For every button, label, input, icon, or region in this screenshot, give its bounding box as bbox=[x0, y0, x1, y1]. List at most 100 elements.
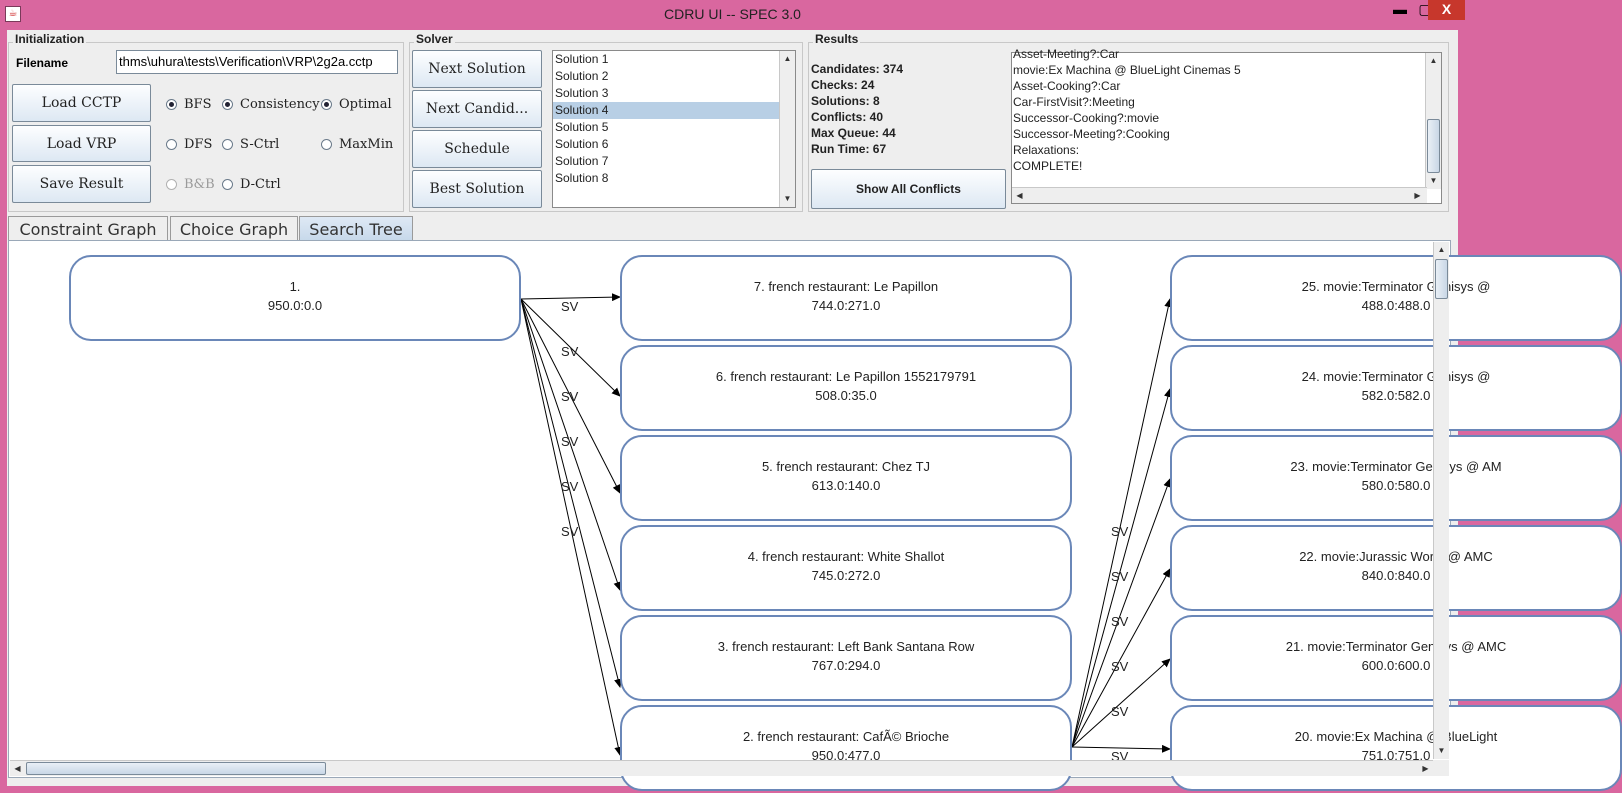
consistency-radio[interactable]: Consistency bbox=[222, 97, 320, 112]
tree-node-level2[interactable]: 7. french restaurant: Le Papillon 744.0:2… bbox=[620, 255, 1072, 341]
solution-list-item[interactable]: Solution 3 bbox=[555, 86, 609, 100]
edge-label: SV bbox=[561, 479, 579, 494]
checks-count: Checks: 24 bbox=[811, 78, 875, 92]
bnb-radio: B&B bbox=[166, 177, 215, 192]
load-vrp-button[interactable]: Load VRP bbox=[12, 125, 151, 162]
results-vscrollbar[interactable]: ▲ ▼ bbox=[1425, 53, 1441, 189]
candidates-count: Candidates: 374 bbox=[811, 62, 904, 76]
load-cctp-button[interactable]: Load CCTP bbox=[12, 84, 151, 122]
tree-node-value: 751.0:751.0 bbox=[1361, 748, 1431, 763]
tree-node-level3[interactable]: 25. movie:Terminator Genisys @488.0:488.… bbox=[1170, 255, 1622, 341]
tree-edge bbox=[1071, 298, 1173, 748]
results-line: Asset-Cooking?:Car bbox=[1013, 79, 1121, 93]
minimize-button[interactable]: ▬ bbox=[1393, 1, 1407, 17]
radio-selected-icon bbox=[222, 99, 233, 110]
tree-hscrollbar[interactable]: ◀ ▶ bbox=[10, 760, 1434, 776]
next-solution-button[interactable]: Next Solution bbox=[412, 50, 542, 88]
scroll-thumb[interactable] bbox=[1427, 119, 1440, 173]
tab-search-tree[interactable]: Search Tree bbox=[299, 216, 413, 241]
edge-label: SV bbox=[561, 344, 579, 359]
tree-node-title: 20. movie:Ex Machina @ BlueLight bbox=[1294, 729, 1498, 744]
scroll-down-icon[interactable]: ▼ bbox=[1437, 746, 1446, 755]
title-bar: ☕ CDRU UI -- SPEC 3.0 ▬ ▢ X bbox=[0, 0, 1465, 30]
tree-node-value: 744.0:271.0 bbox=[811, 298, 881, 313]
show-all-conflicts-button[interactable]: Show All Conflicts bbox=[811, 169, 1006, 209]
tree-node-value: 840.0:840.0 bbox=[1361, 568, 1431, 583]
tree-node-level2[interactable]: 5. french restaurant: Chez TJ 613.0:140.0 bbox=[620, 435, 1072, 521]
tree-node-value: 950.0:0.0 bbox=[267, 298, 323, 313]
tree-node-level2[interactable]: 3. french restaurant: Left Bank Santana … bbox=[620, 615, 1072, 701]
tree-node-level3[interactable]: 24. movie:Terminator Genisys @582.0:582.… bbox=[1170, 345, 1622, 431]
tree-node-title: 7. french restaurant: Le Papillon bbox=[753, 279, 939, 294]
radio-unselected-icon bbox=[166, 179, 177, 190]
tree-node-level3[interactable]: 20. movie:Ex Machina @ BlueLight 751.0:75… bbox=[1170, 705, 1622, 791]
scroll-right-icon[interactable]: ▶ bbox=[1422, 764, 1429, 773]
scroll-thumb[interactable] bbox=[26, 762, 326, 775]
results-line: Successor-Cooking?:movie bbox=[1013, 111, 1160, 125]
results-line: Relaxations: bbox=[1013, 143, 1080, 157]
max-queue-count: Max Queue: 44 bbox=[811, 126, 896, 140]
radio-unselected-icon bbox=[321, 139, 332, 150]
d-ctrl-radio[interactable]: D-Ctrl bbox=[222, 177, 281, 192]
tree-node-title: 5. french restaurant: Chez TJ bbox=[761, 459, 931, 474]
results-line: COMPLETE! bbox=[1013, 159, 1083, 173]
solution-list-item[interactable]: Solution 4 bbox=[553, 102, 779, 119]
scroll-up-icon[interactable]: ▲ bbox=[783, 54, 792, 63]
scroll-down-icon[interactable]: ▼ bbox=[1429, 176, 1438, 185]
solution-list-item[interactable]: Solution 8 bbox=[555, 171, 609, 185]
solutions-scrollbar[interactable]: ▲ ▼ bbox=[779, 51, 795, 207]
initialization-panel: Initialization Filename thms\uhura\tests… bbox=[8, 32, 404, 212]
edge-label: SV bbox=[1111, 614, 1129, 629]
scroll-thumb[interactable] bbox=[1435, 259, 1448, 299]
edge-label: SV bbox=[1111, 704, 1129, 719]
tree-node-value: 580.0:580.0 bbox=[1361, 478, 1431, 493]
dfs-radio[interactable]: DFS bbox=[166, 137, 212, 152]
conflicts-count: Conflicts: 40 bbox=[811, 110, 884, 124]
edge-label: SV bbox=[561, 299, 579, 314]
client-area: Initialization Filename thms\uhura\tests… bbox=[7, 30, 1622, 791]
s-ctrl-radio[interactable]: S-Ctrl bbox=[222, 137, 279, 152]
solution-list-item[interactable]: Solution 7 bbox=[555, 154, 609, 168]
bfs-radio[interactable]: BFS bbox=[166, 97, 211, 112]
scroll-left-icon[interactable]: ◀ bbox=[1016, 191, 1023, 200]
tree-node-value: 613.0:140.0 bbox=[811, 478, 881, 493]
search-tree-area: 1.950.0:0.0 7. french restaurant: Le Papi… bbox=[9, 241, 1622, 791]
tree-node-title: 24. movie:Terminator Genisys @ bbox=[1301, 369, 1491, 384]
scroll-right-icon[interactable]: ▶ bbox=[1414, 191, 1421, 200]
next-candidate-button[interactable]: Next Candid... bbox=[412, 90, 542, 128]
results-hscrollbar[interactable]: ◀ ▶ bbox=[1012, 187, 1427, 203]
tree-vscrollbar[interactable]: ▲ ▼ bbox=[1433, 242, 1449, 759]
solution-list-item[interactable]: Solution 6 bbox=[555, 137, 609, 151]
search-tree-canvas[interactable]: 1.950.0:0.0 7. french restaurant: Le Papi… bbox=[8, 240, 1622, 791]
optimal-radio[interactable]: Optimal bbox=[321, 97, 392, 112]
best-solution-button[interactable]: Best Solution bbox=[412, 170, 542, 208]
tab-choice-graph[interactable]: Choice Graph bbox=[170, 216, 298, 241]
maxmin-radio[interactable]: MaxMin bbox=[321, 137, 393, 152]
tab-constraint-graph[interactable]: Constraint Graph bbox=[8, 216, 168, 241]
scroll-up-icon[interactable]: ▲ bbox=[1437, 245, 1446, 254]
tree-node-value: 950.0:477.0 bbox=[811, 748, 881, 763]
filename-label: Filename bbox=[16, 56, 69, 70]
close-button[interactable]: X bbox=[1428, 0, 1465, 20]
schedule-button[interactable]: Schedule bbox=[412, 130, 542, 168]
results-line: Asset-Meeting?:Car bbox=[1013, 47, 1120, 61]
results-stats: Candidates: 374 Checks: 24 Solutions: 8 … bbox=[811, 61, 903, 157]
tree-node-root[interactable]: 1.950.0:0.0 bbox=[69, 255, 521, 341]
scroll-up-icon[interactable]: ▲ bbox=[1429, 56, 1438, 65]
tree-node-level2[interactable]: 6. french restaurant: Le Papillon 155217… bbox=[620, 345, 1072, 431]
scroll-left-icon[interactable]: ◀ bbox=[14, 764, 21, 773]
solutions-list[interactable]: Solution 1 Solution 2 Solution 3 Solution 4… bbox=[552, 50, 796, 208]
save-result-button[interactable]: Save Result bbox=[12, 165, 151, 203]
filename-input[interactable]: thms\uhura\tests\Verification\VRP\2g2a.c… bbox=[116, 50, 398, 74]
solution-list-item[interactable]: Solution 2 bbox=[555, 69, 609, 83]
solution-list-item[interactable]: Solution 5 bbox=[555, 120, 609, 134]
solution-list-item[interactable]: Solution 1 bbox=[555, 52, 609, 66]
tree-node-value: 508.0:35.0 bbox=[815, 388, 877, 403]
scroll-down-icon[interactable]: ▼ bbox=[783, 194, 792, 203]
